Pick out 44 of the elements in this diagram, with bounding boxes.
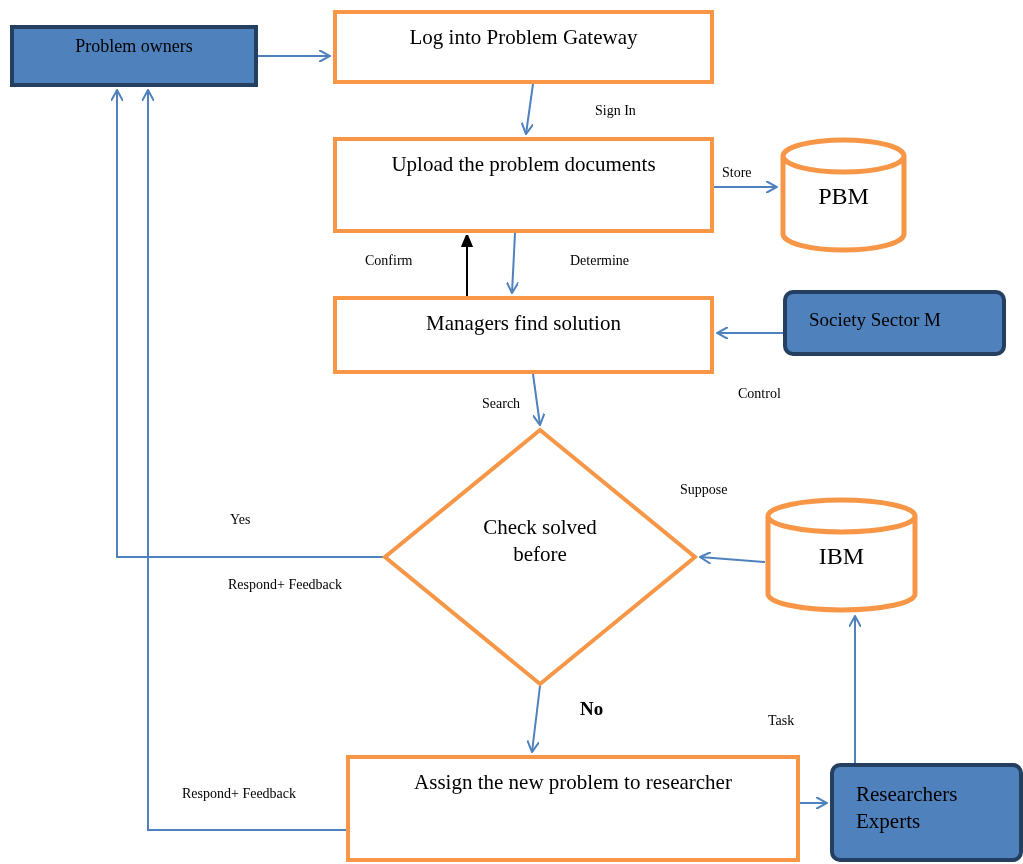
database-cylinder (765, 497, 918, 613)
arrow (505, 232, 520, 294)
arrow (526, 685, 541, 753)
node-label: Managers find solution (425, 310, 622, 337)
actor-box (783, 290, 1006, 356)
arrow (713, 180, 778, 194)
edge-label: Yes (230, 512, 251, 528)
arrow (531, 373, 546, 426)
node-label: IBM (818, 542, 865, 572)
node-label: Assign the new problem to researcher (413, 769, 733, 796)
arrow (461, 234, 473, 297)
process-box (333, 296, 714, 374)
arrow (716, 326, 784, 340)
node-label: Check solved before (482, 513, 598, 568)
arrow (110, 89, 384, 558)
process-box (346, 755, 800, 862)
edge-label: Determine (570, 253, 630, 269)
edge-label: Sign In (595, 103, 636, 119)
note-label: Respond+ Feedback (228, 577, 343, 593)
arrow (699, 550, 766, 565)
edge-label: No (580, 698, 604, 720)
edge-label: Store (722, 165, 752, 181)
edge-label: Suppose (680, 482, 728, 498)
arrow (520, 83, 535, 135)
node-label: PBM (818, 182, 869, 212)
edge-label: Control (738, 386, 781, 402)
arrow (799, 796, 828, 810)
arrow (141, 89, 347, 831)
process-box (333, 137, 714, 233)
node-label: Society Sector M (809, 308, 942, 332)
edge-label: Search (482, 396, 521, 412)
edge-label: Task (768, 713, 795, 729)
database-cylinder (780, 137, 907, 253)
actor-box (830, 763, 1023, 862)
node-label: Researchers Experts (856, 781, 959, 836)
process-box (333, 10, 714, 84)
edge-label: Confirm (365, 253, 413, 269)
actor-box (10, 25, 258, 87)
edge-label: Respond+ Feedback (182, 786, 297, 802)
arrow (848, 615, 862, 764)
node-label: Problem owners (75, 35, 193, 59)
arrow (257, 49, 331, 63)
node-label: Upload the problem documents (390, 151, 657, 178)
node-label: Log into Problem Gateway (408, 24, 639, 51)
